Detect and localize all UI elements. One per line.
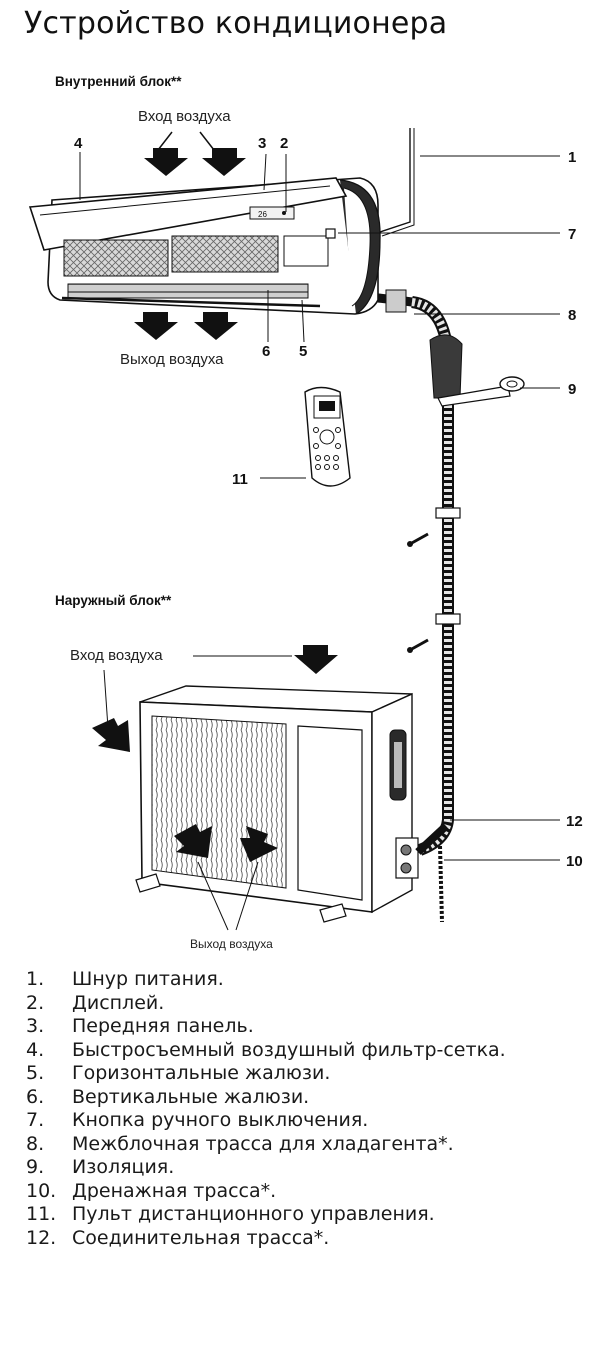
legend-item: 2. Дисплей. bbox=[26, 992, 596, 1016]
legend-item: 7. Кнопка ручного выключения. bbox=[26, 1109, 596, 1133]
callout-7: 7 bbox=[568, 226, 576, 243]
legend-item: 9. Изоляция. bbox=[26, 1156, 596, 1180]
callout-9: 9 bbox=[568, 381, 576, 398]
legend-text: Шнур питания. bbox=[72, 968, 224, 990]
callout-5: 5 bbox=[299, 343, 307, 360]
indoor-air-out-label: Выход воздуха bbox=[120, 351, 224, 368]
legend-text: Быстросъемный воздушный фильтр-сетка. bbox=[72, 1038, 506, 1061]
legend-item: 12. Соединительная трасса*. bbox=[26, 1227, 596, 1251]
legend-item: 6. Вертикальные жалюзи. bbox=[26, 1086, 596, 1110]
outdoor-air-in-arrows bbox=[92, 645, 338, 752]
power-cord bbox=[379, 128, 411, 233]
callout-11: 11 bbox=[232, 471, 248, 488]
air-filter bbox=[63, 239, 169, 277]
callout-2: 2 bbox=[280, 135, 288, 152]
legend-item: 3. Передняя панель. bbox=[26, 1015, 596, 1039]
air-conditioner-diagram: Внутренний блок** Вход воздуха 26 bbox=[28, 74, 583, 951]
callout-lines bbox=[79, 152, 560, 861]
legend-text: Передняя панель. bbox=[72, 1015, 254, 1037]
legend-item: 10. Дренажная трасса*. bbox=[26, 1180, 596, 1204]
legend-text: Дисплей. bbox=[72, 991, 165, 1014]
legend-item: 11. Пульт дистанционного управления. bbox=[26, 1203, 596, 1227]
legend-number: 7. bbox=[26, 1109, 45, 1131]
display-window bbox=[249, 206, 295, 220]
manual-switch bbox=[325, 228, 336, 239]
legend-number: 2. bbox=[26, 991, 45, 1014]
outdoor-unit-label: Наружный блок** bbox=[55, 593, 172, 608]
page-title: Устройство кондиционера bbox=[24, 6, 448, 41]
legend-number: 4. bbox=[26, 1038, 45, 1061]
indoor-air-in-arrows bbox=[144, 131, 246, 176]
legend-item: 8. Межблочная трасса для хладагента*. bbox=[26, 1133, 596, 1157]
legend-text: Вертикальные жалюзи. bbox=[72, 1085, 310, 1108]
connecting-line bbox=[415, 823, 449, 855]
outdoor-air-in-label: Вход воздуха bbox=[70, 647, 163, 664]
legend-item: 4. Быстросъемный воздушный фильтр-сетка. bbox=[26, 1039, 596, 1063]
legend-item: 1. Шнур питания. bbox=[26, 968, 596, 992]
callout-1: 1 bbox=[568, 149, 576, 166]
legend-text: Горизонтальные жалюзи. bbox=[72, 1062, 331, 1084]
indoor-unit-label: Внутренний блок** bbox=[55, 74, 182, 89]
indoor-air-out-arrows bbox=[134, 312, 238, 340]
outdoor-air-out-label: Выход воздуха bbox=[190, 937, 273, 951]
horizontal-louver bbox=[61, 296, 321, 308]
legend-item: 5. Горизонтальные жалюзи. bbox=[26, 1062, 596, 1086]
outdoor-unit bbox=[135, 685, 419, 923]
legend-number: 5. bbox=[26, 1062, 45, 1084]
vertical-louvers bbox=[67, 283, 309, 299]
outdoor-fan-grille bbox=[151, 715, 287, 889]
legend-number: 6. bbox=[26, 1085, 45, 1108]
indoor-air-in-label: Вход воздуха bbox=[138, 108, 231, 125]
callout-3: 3 bbox=[258, 135, 266, 152]
legend-number: 12. bbox=[26, 1226, 57, 1249]
parts-legend: 1. Шнур питания. 2. Дисплей. 3. Передняя па… bbox=[26, 968, 596, 1250]
pipe-clamps bbox=[407, 507, 461, 653]
display-value: 26 bbox=[258, 210, 267, 219]
legend-number: 11. bbox=[26, 1203, 57, 1225]
drain-hose bbox=[438, 845, 444, 923]
legend-text: Межблочная трасса для хладагента*. bbox=[72, 1132, 454, 1155]
legend-text: Соединительная трасса*. bbox=[72, 1226, 330, 1249]
indoor-unit: 26 bbox=[28, 177, 381, 315]
legend-text: Дренажная трасса*. bbox=[72, 1179, 277, 1202]
outdoor-air-out-arrows bbox=[174, 824, 278, 931]
callout-6: 6 bbox=[262, 343, 270, 360]
callout-12: 12 bbox=[566, 813, 583, 830]
legend-text: Кнопка ручного выключения. bbox=[72, 1109, 369, 1131]
callout-4: 4 bbox=[74, 135, 83, 152]
callout-8: 8 bbox=[568, 307, 576, 324]
legend-text: Изоляция. bbox=[72, 1156, 175, 1178]
legend-number: 9. bbox=[26, 1156, 45, 1178]
insulation-tape bbox=[437, 376, 525, 407]
legend-number: 3. bbox=[26, 1015, 45, 1037]
legend-number: 10. bbox=[26, 1179, 57, 1202]
legend-number: 1. bbox=[26, 968, 45, 990]
legend-text: Пульт дистанционного управления. bbox=[72, 1203, 435, 1225]
legend-number: 8. bbox=[26, 1132, 45, 1155]
callout-10: 10 bbox=[566, 853, 583, 870]
remote-control bbox=[304, 386, 351, 487]
pipe-insulation-sleeve bbox=[429, 334, 463, 399]
